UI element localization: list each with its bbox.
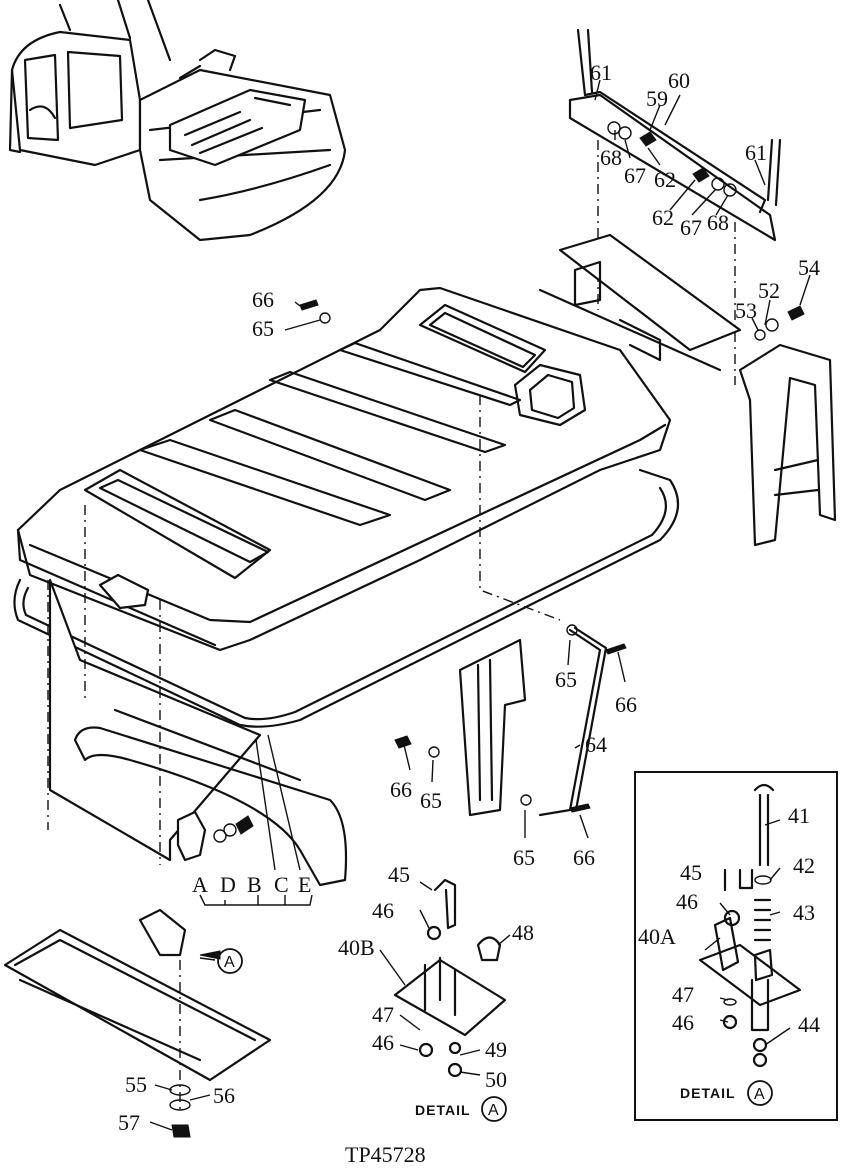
hood-latch [176, 734, 313, 906]
callout-65-b: 65 [555, 667, 577, 692]
callout-57: 57 [118, 1110, 140, 1135]
callout-47-r: 47 [672, 982, 694, 1007]
callout-68-b: 68 [707, 210, 729, 235]
callout-66-a: 66 [252, 287, 274, 312]
leader-lines [149, 79, 811, 1131]
hood-stay [299, 299, 627, 817]
callout-48: 48 [512, 920, 534, 945]
callout-50: 50 [485, 1067, 507, 1092]
callout-65-a: 65 [252, 316, 274, 341]
callout-40a: 40A [638, 924, 676, 949]
callout-65-c: 65 [420, 788, 442, 813]
callout-66-c: 66 [390, 777, 412, 802]
callout-52: 52 [758, 278, 780, 303]
callout-62-a: 62 [654, 167, 676, 192]
callout-letter-c: C [274, 872, 289, 897]
callout-44: 44 [798, 1012, 820, 1037]
callout-60: 60 [668, 68, 690, 93]
callout-54: 54 [798, 255, 820, 280]
callout-49: 49 [485, 1037, 507, 1062]
callout-55: 55 [125, 1072, 147, 1097]
callout-45-r: 45 [680, 860, 702, 885]
callout-labels: 61 60 59 68 67 62 61 62 67 68 66 65 54 5… [118, 60, 820, 1135]
callout-47-c: 47 [372, 1002, 394, 1027]
detail-ref-a-plate: A [224, 954, 235, 971]
callout-59: 59 [646, 86, 668, 111]
callout-68-a: 68 [600, 145, 622, 170]
figure-id: TP45728 [345, 1142, 426, 1167]
hood-panel [16, 286, 672, 652]
frame-bracket [538, 233, 837, 547]
engine-housing [47, 395, 561, 887]
callout-letter-b: B [247, 872, 262, 897]
callout-45-c: 45 [388, 862, 410, 887]
callout-53: 53 [735, 298, 757, 323]
detail-label-center: DETAIL [415, 1102, 471, 1118]
callout-40b: 40B [338, 935, 375, 960]
detail-ref-a-center: A [488, 1102, 499, 1119]
callout-46-c2: 46 [372, 1030, 394, 1055]
callout-43: 43 [793, 900, 815, 925]
hinge-bracket-assembly [568, 28, 782, 385]
callout-letter-a: A [192, 872, 208, 897]
callout-62-b: 62 [652, 205, 674, 230]
excavator-overview [8, 0, 347, 242]
callout-66-d: 66 [573, 845, 595, 870]
callout-66-b: 66 [615, 692, 637, 717]
callout-56: 56 [213, 1083, 235, 1108]
detail-references: A DETAIL A DETAIL A [217, 948, 773, 1122]
callout-61-a: 61 [590, 60, 612, 85]
detail-a-box [634, 771, 838, 1121]
callout-64: 64 [585, 732, 607, 757]
callout-letter-e: E [298, 872, 311, 897]
callout-46-c1: 46 [372, 898, 394, 923]
hood-seal [13, 468, 680, 728]
callout-46-r2: 46 [672, 1010, 694, 1035]
callout-67-a: 67 [624, 163, 646, 188]
callout-42: 42 [793, 853, 815, 878]
latch-plate [3, 908, 272, 1138]
callout-46-r1: 46 [676, 889, 698, 914]
callout-41: 41 [788, 803, 810, 828]
detail-label-box: DETAIL [680, 1085, 736, 1101]
callout-61-b: 61 [745, 140, 767, 165]
detail-ref-a-box: A [754, 1086, 765, 1103]
callout-letter-d: D [220, 872, 236, 897]
callout-67-b: 67 [680, 215, 702, 240]
callout-65-d: 65 [513, 845, 535, 870]
detail-a-center [393, 878, 507, 1078]
